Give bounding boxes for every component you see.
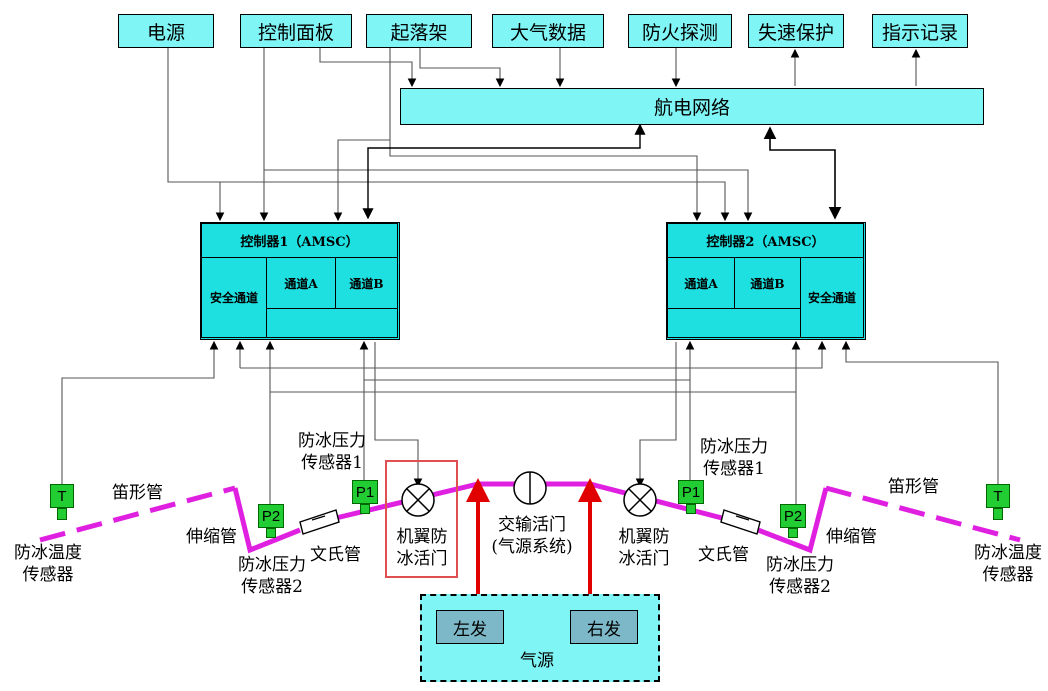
- engine-left: 左发: [436, 610, 504, 644]
- label-pressure2-left: 防冰压力 传感器2: [238, 555, 306, 597]
- label-crossfeed-valve: 交输活门 (气源系统): [491, 515, 573, 557]
- controller-1-channel-a: 通道A: [266, 257, 336, 309]
- label-wing-valve-right: 机翼防 冰活门: [618, 527, 670, 569]
- pressure-sensor-1-right: P1: [678, 480, 704, 504]
- controller-2: 控制器2（AMSC） 通道A 通道B 安全通道: [666, 222, 866, 340]
- controller-2-lower-cell: [667, 308, 801, 338]
- sensor-stem: [686, 504, 696, 514]
- temp-sensor-right: T: [986, 484, 1010, 508]
- pressure-sensor-1-left: P1: [352, 480, 378, 504]
- sensor-stem: [788, 528, 798, 538]
- engine-right: 右发: [570, 610, 638, 644]
- label-telescopic-left: 伸缩管: [186, 527, 237, 547]
- system-landing-gear: 起落架: [366, 14, 472, 48]
- controller-1: 控制器1（AMSC） 安全通道 通道A 通道B: [200, 222, 400, 340]
- system-stall-protection: 失速保护: [748, 14, 844, 48]
- sensor-stem: [57, 508, 67, 520]
- valves: [401, 471, 657, 517]
- system-indication-recording: 指示记录: [872, 14, 968, 48]
- venturi-tubes: [299, 509, 761, 535]
- system-control-panel: 控制面板: [240, 14, 352, 48]
- controller-2-channel-b: 通道B: [734, 257, 801, 309]
- air-source-title: 气源: [520, 651, 554, 671]
- label-piccolo-right: 笛形管: [888, 477, 939, 497]
- controller-1-title: 控制器1（AMSC）: [201, 223, 398, 258]
- controller-1-safety-channel: 安全通道: [201, 257, 267, 338]
- controller-1-lower-cell: [266, 308, 398, 338]
- pressure-sensor-2-right: P2: [780, 504, 806, 528]
- label-venturi-right: 文氏管: [698, 545, 749, 565]
- system-power: 电源: [118, 14, 214, 48]
- label-telescopic-right: 伸缩管: [826, 527, 877, 547]
- controller-2-channel-a: 通道A: [667, 257, 735, 309]
- temp-sensor-left: T: [50, 484, 74, 508]
- label-piccolo-left: 笛形管: [112, 483, 163, 503]
- pressure-sensor-2-left: P2: [258, 504, 284, 528]
- system-air-data: 大气数据: [492, 14, 604, 48]
- signal-lines: [61, 48, 999, 504]
- wing-valve-highlight: [385, 460, 458, 578]
- sensor-stem: [266, 528, 276, 538]
- sensor-stem: [993, 508, 1003, 520]
- system-fire-detection: 防火探测: [628, 14, 732, 48]
- sensor-stem: [360, 504, 370, 514]
- label-wing-valve-left: 机翼防 冰活门: [396, 527, 448, 569]
- label-venturi-left: 文氏管: [310, 545, 361, 565]
- label-pressure2-right: 防冰压力 传感器2: [766, 555, 834, 597]
- label-temp-sensor-left: 防冰温度 传感器: [14, 543, 82, 585]
- controller-1-channel-b: 通道B: [335, 257, 398, 309]
- controller-2-safety-channel: 安全通道: [800, 257, 864, 338]
- label-pressure1-right: 防冰压力 传感器1: [700, 437, 768, 479]
- label-pressure1-left: 防冰压力 传感器1: [298, 431, 366, 473]
- bleed-air-lines: [466, 478, 602, 612]
- controller-2-title: 控制器2（AMSC）: [667, 223, 864, 258]
- label-temp-sensor-right: 防冰温度 传感器: [974, 543, 1042, 585]
- avionics-network: 航电网络: [400, 88, 984, 125]
